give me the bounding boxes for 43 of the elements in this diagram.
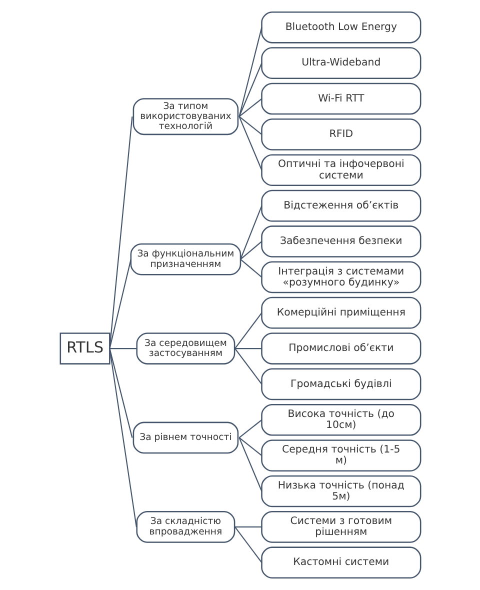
node-box: Ultra-Wideband	[260, 47, 421, 79]
node-box: Bluetooth Low Energy	[260, 11, 421, 44]
node-box: За середовищем застосуванням	[136, 332, 235, 364]
connector	[108, 116, 132, 349]
node-box: За рівнем точності	[132, 422, 238, 454]
connector	[234, 526, 262, 563]
node-box: За типом використовуваних технологій	[132, 98, 238, 136]
node-box: Оптичні та інфочервоні системи	[260, 154, 421, 186]
node-box: RFID	[260, 118, 421, 150]
connector	[238, 419, 262, 438]
node-box: Середня точність (1-5 м)	[260, 440, 421, 472]
connector	[238, 62, 262, 117]
node-box: За складністю впровадження	[136, 511, 235, 543]
connector	[234, 312, 262, 349]
connector	[238, 438, 262, 492]
connector	[239, 206, 262, 260]
node-box: Кастомні системи	[260, 546, 421, 579]
node-box: Низька точність (понад 5м)	[260, 475, 421, 508]
connector	[108, 259, 131, 349]
node-box: Системи з готовим рішенням	[260, 511, 421, 543]
connector	[234, 348, 262, 385]
node-box: Відстеження об’єктів	[260, 190, 421, 222]
connector	[234, 526, 262, 528]
node-box: Громадські будівлі	[260, 368, 421, 400]
node-box: Висока точність (до 10см)	[260, 404, 421, 436]
node-box: За функціональним призначенням	[130, 243, 241, 276]
node-box: RTLS	[59, 332, 110, 364]
node-box: Промислові об’єкти	[260, 332, 421, 364]
connector	[109, 348, 136, 350]
connector	[238, 437, 262, 456]
node-box: Wi-Fi RTT	[260, 82, 421, 115]
node-box: Забезпечення безпеки	[260, 226, 421, 258]
node-box: Інтеграція з системами «розумного будинку»	[260, 261, 421, 294]
connector	[238, 116, 262, 170]
connector	[238, 27, 262, 117]
connector	[234, 348, 262, 350]
connector	[108, 348, 132, 438]
connector	[108, 348, 136, 527]
connector	[240, 258, 262, 278]
connector	[238, 116, 262, 135]
connector	[240, 241, 262, 260]
connector	[238, 98, 262, 118]
node-box: Комерційні приміщення	[260, 296, 421, 329]
